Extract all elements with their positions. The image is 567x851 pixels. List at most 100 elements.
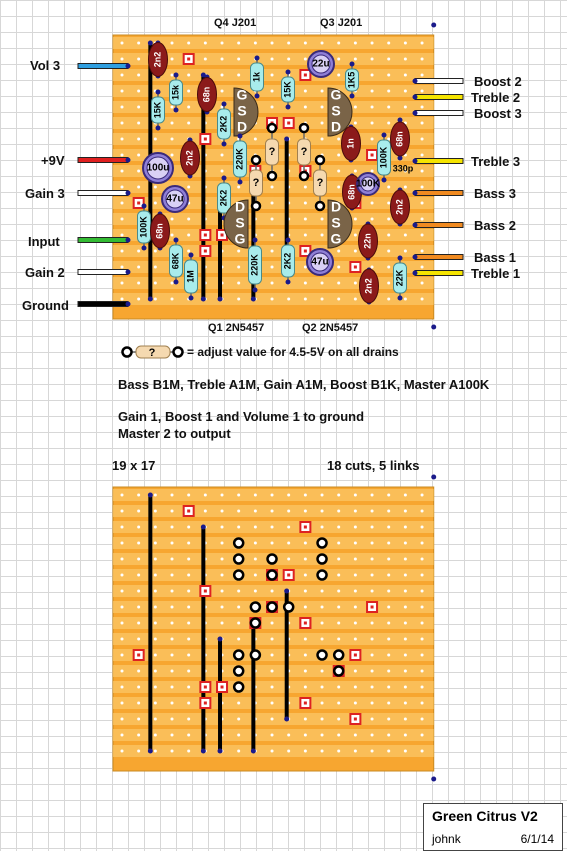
link-end: [147, 296, 153, 302]
trim-end: [314, 200, 326, 212]
capacitor-value: 1n: [345, 138, 355, 149]
strip-hole: [337, 509, 341, 513]
track-cut-dot: [187, 57, 191, 61]
strip-hole: [187, 669, 191, 673]
strip-hole: [120, 589, 124, 593]
strip-hole: [370, 137, 374, 141]
strip-hole: [420, 653, 424, 657]
strip-hole: [137, 717, 141, 721]
strip-hole: [420, 169, 424, 173]
capacitor-body: [358, 223, 378, 259]
strip-hole: [420, 733, 424, 737]
strip-hole: [237, 589, 241, 593]
strip-hole: [203, 41, 207, 45]
strip-hole: [420, 749, 424, 753]
link-end: [200, 72, 206, 78]
strip-hole: [370, 557, 374, 561]
q4-label: Q4 J201: [214, 17, 257, 29]
track-cut-dot: [353, 717, 357, 721]
strip-hole: [120, 701, 124, 705]
strip-hole: [120, 509, 124, 513]
strip-hole: [387, 233, 391, 237]
transistor-pin-s: S: [331, 103, 340, 119]
transistor-hole: [232, 537, 245, 549]
strip-hole: [187, 701, 191, 705]
q2-label: Q2 2N5457: [302, 322, 359, 334]
label-gain2: Gain 2: [25, 265, 65, 280]
strip-hole: [303, 573, 307, 577]
track-cut-dot: [203, 685, 207, 689]
strip-hole: [187, 685, 191, 689]
track-cut-dot: [353, 653, 357, 657]
capacitor-value: 68n: [394, 131, 404, 147]
strip-hole: [120, 717, 124, 721]
transistor-pin-g: G: [235, 231, 246, 247]
strip-hole: [370, 701, 374, 705]
q1-label: Q1 2N5457: [208, 322, 265, 334]
strip-hole: [270, 653, 274, 657]
strip-hole: [237, 525, 241, 529]
strip-hole: [170, 509, 174, 513]
track-cut-dot: [287, 573, 291, 577]
strip-hole: [237, 701, 241, 705]
strip-hole: [153, 201, 157, 205]
lead-end: [349, 93, 355, 99]
strip-hole: [387, 509, 391, 513]
strip-hole: [120, 297, 124, 301]
strip-hole: [303, 605, 307, 609]
track-cut-dot: [303, 525, 307, 529]
strip-hole: [353, 105, 357, 109]
strip-hole: [220, 73, 224, 77]
resistor-body: [184, 259, 198, 294]
strip-hole: [387, 201, 391, 205]
electrolytic-value: 47u: [311, 257, 328, 268]
link-end: [200, 748, 206, 754]
strip-hole: [270, 685, 274, 689]
label-treble2: Treble 2: [471, 90, 521, 105]
strip-hole: [270, 669, 274, 673]
link-end: [200, 296, 206, 302]
strip-hole: [303, 233, 307, 237]
strip-hole: [137, 525, 141, 529]
strip-hole: [337, 265, 341, 269]
resistor-body: [217, 182, 231, 214]
track-cut-dot: [287, 121, 291, 125]
vol3-wire: [77, 63, 129, 69]
strip-hole: [137, 121, 141, 125]
track-cut-dot: [187, 509, 191, 513]
strip-hole: [153, 637, 157, 641]
strip-hole: [187, 525, 191, 529]
trim-body: [249, 169, 263, 197]
strip-hole: [153, 297, 157, 301]
strip-hole: [370, 685, 374, 689]
resistor-value: 1K5: [346, 72, 356, 89]
strip-hole: [220, 621, 224, 625]
label-vol3: Vol 3: [30, 58, 61, 73]
strip-hole: [120, 169, 124, 173]
transistor-hole: [232, 649, 245, 661]
strip-hole: [187, 637, 191, 641]
strip-hole: [137, 541, 141, 545]
label-boost3: Boost 3: [474, 106, 522, 121]
strip-hole: [353, 217, 357, 221]
resistor-value: 15k: [170, 84, 180, 100]
strip-hole: [253, 589, 257, 593]
strip-hole: [337, 541, 341, 545]
strip-hole: [153, 525, 157, 529]
electrolytic-top: [310, 252, 330, 272]
strip-hole: [237, 621, 241, 625]
strip-hole: [303, 297, 307, 301]
strip-hole: [120, 185, 124, 189]
strip-hole: [120, 249, 124, 253]
cuts-links: 18 cuts, 5 links: [327, 458, 420, 473]
strip-hole: [403, 169, 407, 173]
transistor-pin-d: D: [331, 199, 341, 215]
strip-hole: [237, 637, 241, 641]
strip-hole: [170, 297, 174, 301]
strip-hole: [287, 509, 291, 513]
corner-marker: [431, 22, 437, 28]
strip-hole: [137, 169, 141, 173]
strip-hole: [153, 669, 157, 673]
strip-hole: [303, 637, 307, 641]
strip-hole: [353, 169, 357, 173]
